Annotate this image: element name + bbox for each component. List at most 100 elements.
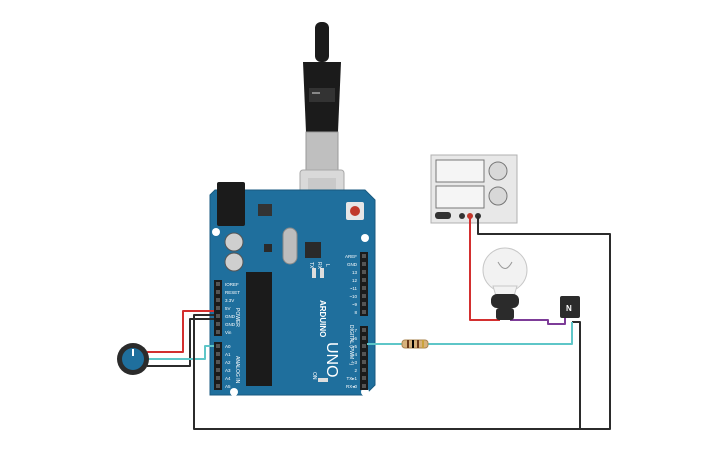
- header-pin[interactable]: [362, 384, 366, 388]
- wire-supply-lamp[interactable]: [469, 216, 500, 321]
- header-pin[interactable]: [362, 336, 366, 340]
- pin-label: 13: [352, 270, 358, 275]
- current-knob[interactable]: [488, 186, 508, 206]
- pin-label: ~10: [349, 294, 357, 299]
- pin-label: ~9: [352, 302, 358, 307]
- crystal: [282, 227, 298, 265]
- header-pin[interactable]: [216, 298, 220, 302]
- header-pin[interactable]: [216, 306, 220, 310]
- pin-label: 7: [354, 328, 357, 333]
- potentiometer[interactable]: [117, 343, 149, 375]
- board-model: UNO: [323, 342, 340, 378]
- dc-power-supply[interactable]: [430, 154, 518, 224]
- arduino-uno-board[interactable]: ARDUINO UNO ON TX RX L POWER ANALOG IN D…: [209, 182, 376, 396]
- header-pin[interactable]: [216, 314, 220, 318]
- capacitor: [224, 252, 244, 272]
- header-pin[interactable]: [362, 270, 366, 274]
- pin-label: A2: [225, 360, 231, 365]
- pin-label: GND: [347, 262, 358, 267]
- header-pin[interactable]: [362, 286, 366, 290]
- header-pin[interactable]: [362, 278, 366, 282]
- header-pin[interactable]: [362, 328, 366, 332]
- pin-label: 2: [354, 368, 357, 373]
- label-rx: RX: [316, 262, 322, 270]
- pin-label: TX▸1: [346, 376, 357, 381]
- mount-hole: [361, 234, 369, 242]
- pin-label: ~3: [352, 360, 358, 365]
- mount-hole: [212, 228, 220, 236]
- pin-label: A0: [225, 344, 231, 349]
- pin-label: RESET: [225, 290, 240, 295]
- wire-supply-transistor[interactable]: [477, 216, 611, 430]
- pin-label: 3.3V: [225, 298, 234, 303]
- header-pin[interactable]: [362, 344, 366, 348]
- pin-label: ~11: [350, 286, 358, 291]
- pin-label: 4: [354, 352, 357, 357]
- wire-pot-5v[interactable]: [147, 310, 214, 353]
- wire-gnd-loop[interactable]: [193, 314, 581, 430]
- header-pin[interactable]: [362, 376, 366, 380]
- pin-label: GND: [225, 314, 236, 319]
- pin-label: A4: [225, 376, 231, 381]
- pin-label: RX◂0: [346, 384, 358, 389]
- header-pin[interactable]: [362, 302, 366, 306]
- header-pin[interactable]: [362, 368, 366, 372]
- analog-header-title: ANALOG IN: [234, 356, 240, 384]
- pin-label: IOREF: [225, 282, 239, 287]
- current-display: [435, 185, 485, 209]
- pin-label: A3: [225, 368, 231, 373]
- transistor-label: N: [566, 304, 572, 313]
- voltage-knob[interactable]: [488, 161, 508, 181]
- light-bulb[interactable]: [482, 247, 528, 320]
- header-pin[interactable]: [362, 310, 366, 314]
- digital-header-title: DIGITAL (PWM ~): [348, 325, 354, 365]
- wire-resistor-transistor[interactable]: [428, 322, 573, 345]
- resistor[interactable]: [401, 339, 429, 349]
- wire-pot-gnd[interactable]: [147, 318, 214, 367]
- pin-label: AREF: [345, 254, 357, 259]
- header-pin[interactable]: [216, 352, 220, 356]
- wire-lamp-transistor[interactable]: [510, 318, 566, 325]
- capacitor: [224, 232, 244, 252]
- header-pin[interactable]: [362, 254, 366, 258]
- header-pin[interactable]: [216, 384, 220, 388]
- header-pin[interactable]: [216, 368, 220, 372]
- pin-label: 8: [354, 310, 357, 315]
- pin-label: 5V: [225, 306, 231, 311]
- pin-label: ~5: [352, 344, 358, 349]
- header-pin[interactable]: [216, 290, 220, 294]
- header-pin[interactable]: [216, 322, 220, 326]
- led-on: [318, 378, 328, 382]
- header-pin[interactable]: [216, 360, 220, 364]
- power-jack: [217, 182, 245, 226]
- led-l: [312, 268, 316, 278]
- label-on: ON: [311, 372, 317, 380]
- header-pin[interactable]: [362, 360, 366, 364]
- npn-transistor[interactable]: N: [560, 296, 580, 318]
- voltage-display: [435, 159, 485, 183]
- header-pin[interactable]: [362, 262, 366, 266]
- usb-chip: [305, 242, 321, 258]
- board-brand: ARDUINO: [318, 300, 327, 337]
- reset-button[interactable]: [346, 202, 364, 220]
- header-pin[interactable]: [362, 352, 366, 356]
- ps-terminal-ground[interactable]: [459, 213, 465, 219]
- label-l: L: [324, 264, 330, 267]
- power-header-title: POWER: [234, 308, 240, 327]
- header-pin[interactable]: [216, 330, 220, 334]
- pin-label: A5: [225, 384, 231, 389]
- header-pin[interactable]: [216, 282, 220, 286]
- pin-label: A1: [225, 352, 231, 357]
- atmega-chip: [246, 272, 272, 386]
- wire-pot-a0[interactable]: [147, 345, 214, 360]
- voltage-regulator: [258, 204, 272, 216]
- header-pin[interactable]: [216, 344, 220, 348]
- header-pin[interactable]: [216, 376, 220, 380]
- mount-hole: [230, 388, 238, 396]
- header-pin[interactable]: [362, 294, 366, 298]
- power-switch[interactable]: [435, 212, 451, 219]
